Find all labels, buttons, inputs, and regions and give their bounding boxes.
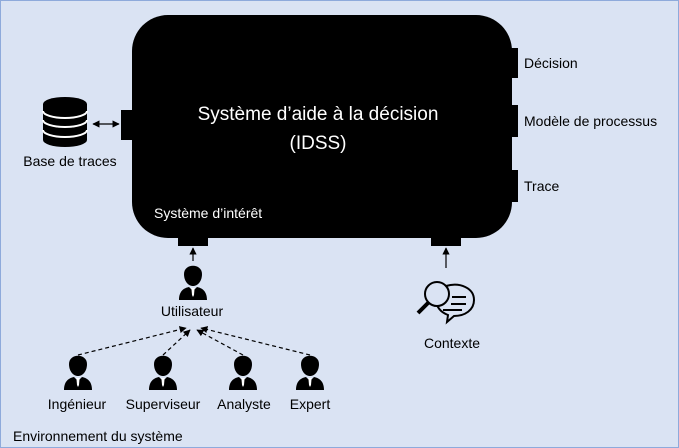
- environment-label: Environnement du système: [13, 428, 183, 444]
- output-process-model-label: Modèle de processus: [524, 113, 657, 129]
- role-label-engineer: Ingénieur: [48, 396, 107, 412]
- role-label-expert: Expert: [290, 396, 331, 412]
- role-link-engineer: [77, 326, 187, 356]
- user-port: [178, 236, 208, 246]
- system-title-line2: (IDSS): [290, 133, 347, 154]
- trace-port: [508, 170, 518, 202]
- role-links: [77, 326, 311, 356]
- database-icon: [42, 97, 88, 147]
- user-label: Utilisateur: [161, 303, 224, 319]
- context-search-icon: [416, 281, 476, 325]
- output-trace-label: Trace: [524, 178, 559, 194]
- decision-port: [508, 48, 518, 78]
- role-label-analyst: Analyste: [217, 396, 271, 412]
- role-link-analyst: [196, 329, 244, 356]
- trace-base-label: Base de traces: [23, 153, 116, 169]
- process-model-port: [508, 105, 518, 137]
- context-port: [431, 236, 461, 246]
- trace-base-port: [121, 110, 134, 140]
- idss-system-box: [132, 15, 512, 238]
- role-link-supervisor: [162, 329, 191, 356]
- system-of-interest-label: Système d’intérêt: [154, 205, 262, 221]
- output-decision-label: Décision: [524, 55, 578, 71]
- system-title-line1: Système d’aide à la décision: [198, 104, 439, 125]
- context-label: Contexte: [424, 335, 480, 351]
- role-label-supervisor: Superviseur: [126, 396, 201, 412]
- role-link-expert: [200, 326, 311, 356]
